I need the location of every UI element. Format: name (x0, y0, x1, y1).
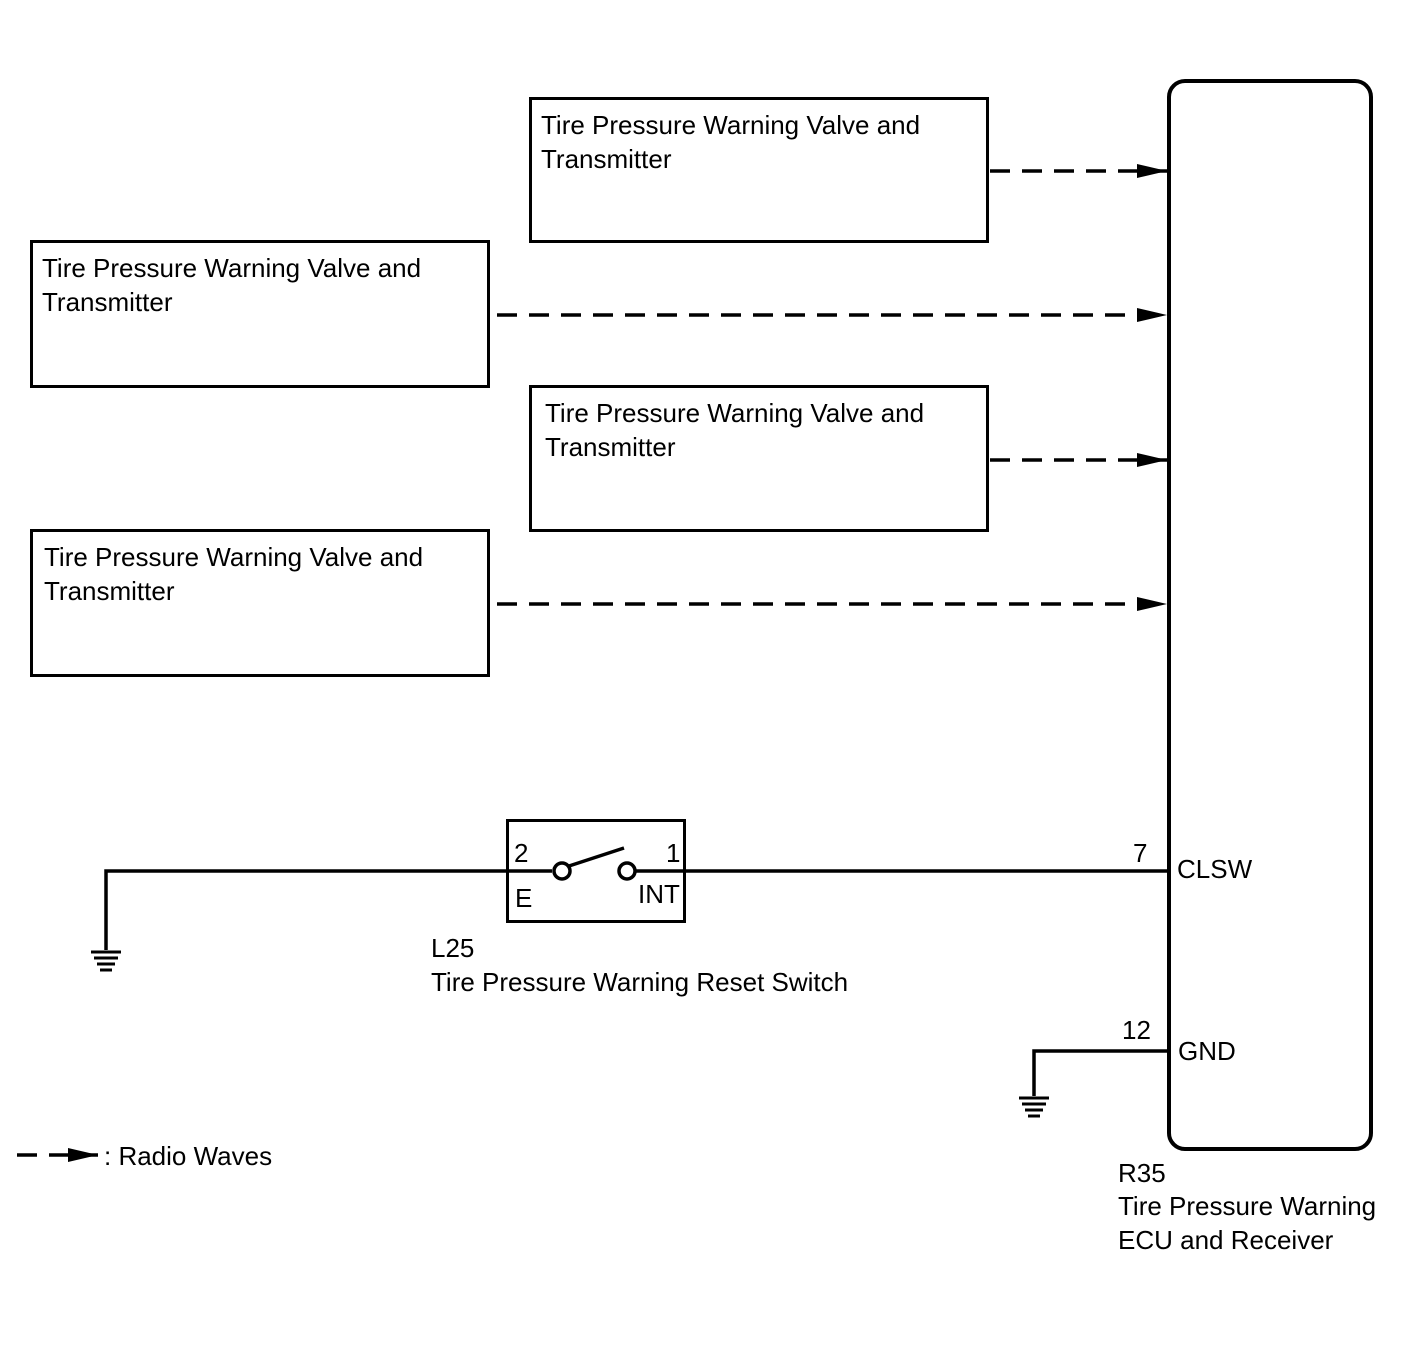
ground-symbol-switch (91, 950, 121, 972)
wire-ecu-ground (1032, 1049, 1167, 1096)
transmitter-label: Tire Pressure Warning Valve and Transmit… (44, 542, 424, 606)
switch-pin-left: 2 (514, 838, 529, 868)
ecu-name-line2: ECU and Receiver (1118, 1225, 1334, 1255)
switch-name: Tire Pressure Warning Reset Switch (431, 967, 849, 997)
transmitter-label: Tire Pressure Warning Valve and Transmit… (545, 398, 925, 462)
transmitter-label: Tire Pressure Warning Valve and Transmit… (42, 253, 422, 317)
transmitter-box-4: Tire Pressure Warning Valve and Transmit… (30, 529, 490, 677)
transmitter-label: Tire Pressure Warning Valve and Transmit… (541, 110, 921, 174)
ecu-name-line1: Tire Pressure Warning (1118, 1191, 1377, 1221)
reset-switch-box (506, 819, 686, 923)
wire-switch-ground (104, 869, 552, 950)
switch-contact-left (552, 861, 572, 881)
transmitter-box-1: Tire Pressure Warning Valve and Transmit… (529, 97, 989, 243)
ground-symbol-ecu (1019, 1096, 1049, 1118)
transmitter-box-3: Tire Pressure Warning Valve and Transmit… (529, 385, 989, 532)
ecu-code: R35 (1118, 1158, 1166, 1188)
switch-code: L25 (431, 933, 475, 963)
ecu-receiver-block (1167, 79, 1373, 1151)
transmitter-box-2: Tire Pressure Warning Valve and Transmit… (30, 240, 490, 388)
switch-terminal-left: E (515, 883, 533, 913)
legend-label: : Radio Waves (104, 1141, 273, 1171)
ecu-pin-name-clsw: CLSW (1177, 854, 1253, 884)
switch-terminal-right: INT (638, 879, 680, 909)
ecu-pin-number-clsw: 7 (1133, 838, 1148, 868)
switch-lever (568, 846, 625, 868)
switch-pin-right: 1 (666, 838, 681, 868)
ecu-pin-number-gnd: 12 (1122, 1015, 1151, 1045)
ecu-pin-name-gnd: GND (1178, 1036, 1236, 1066)
